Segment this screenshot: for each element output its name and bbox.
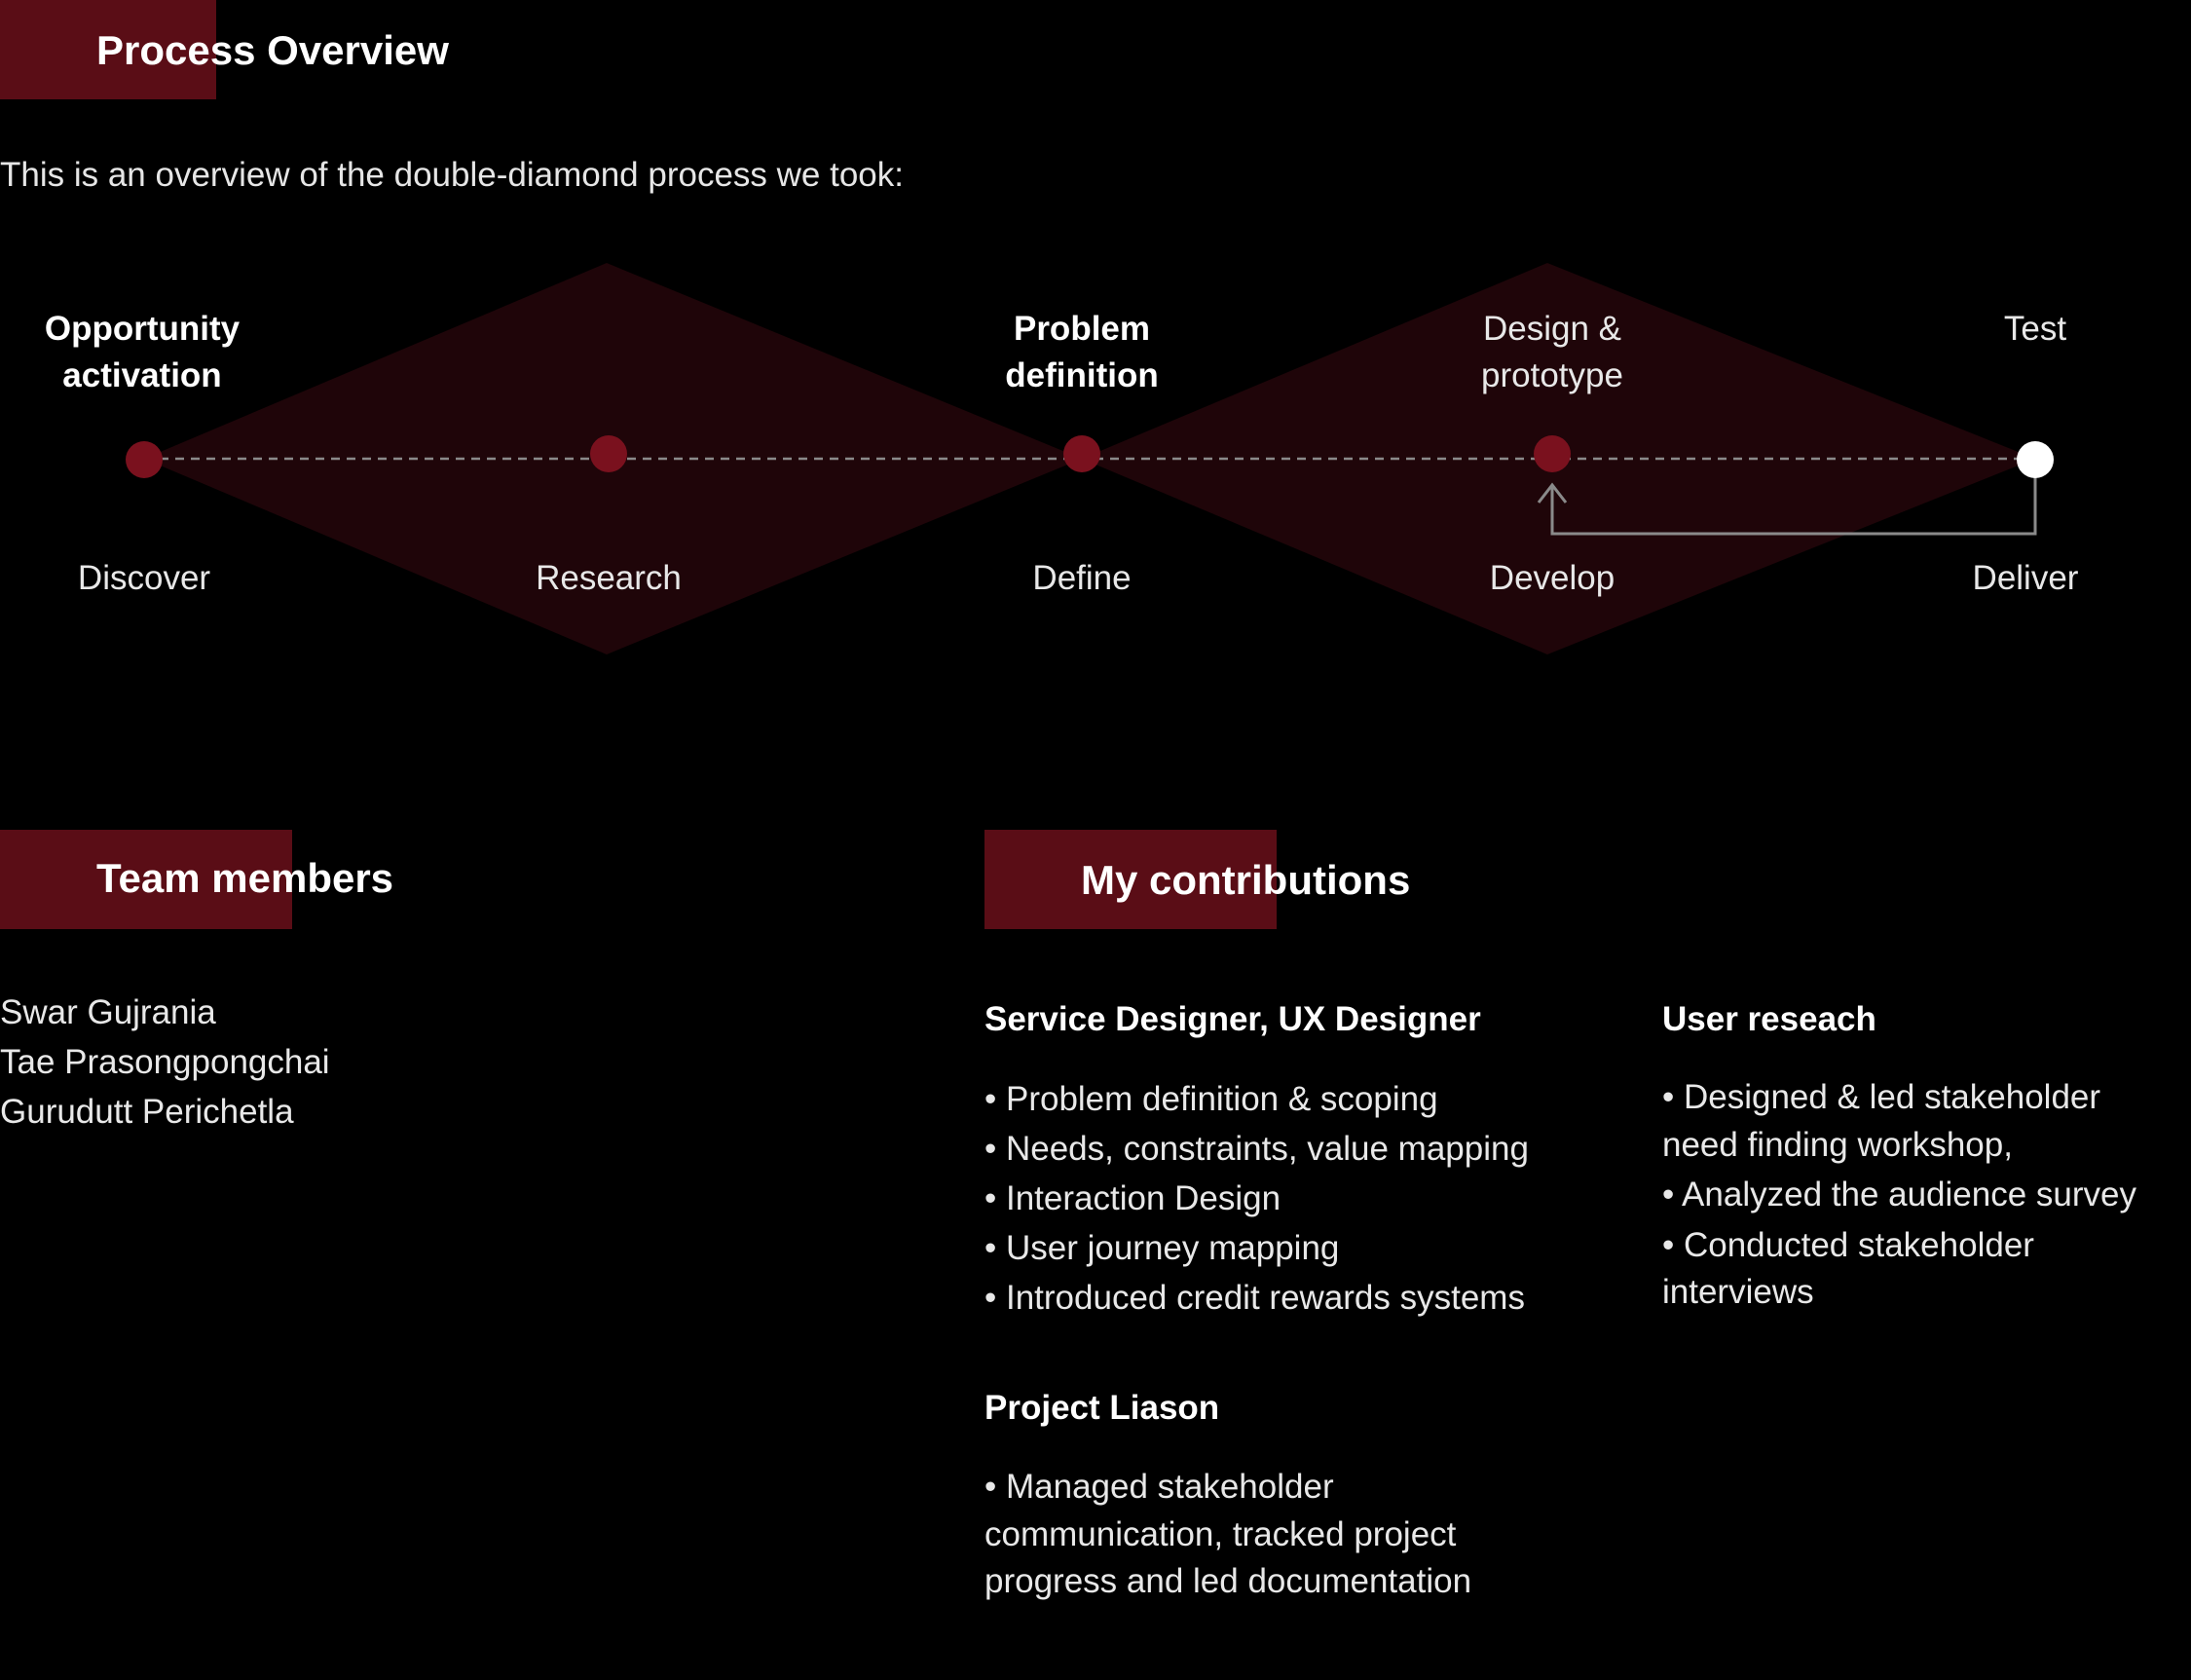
list-item: • Problem definition & scoping xyxy=(984,1080,1438,1118)
label-design-line2: prototype xyxy=(1481,356,1623,394)
team-header-bar xyxy=(0,830,292,929)
list-item: • Conducted stakeholder interviews xyxy=(1662,1225,2034,1312)
contributions-header-bar xyxy=(984,830,1277,929)
node-develop xyxy=(1534,435,1571,472)
list-item: • Needs, constraints, value mapping xyxy=(984,1130,1529,1168)
feedback-loop-arrow xyxy=(1550,475,2037,536)
label-test: Test xyxy=(2003,310,2067,348)
node-define xyxy=(1063,435,1100,472)
node-deliver xyxy=(2017,441,2054,478)
double-diamond-diagram xyxy=(0,243,2191,682)
label-design-prototype: Design & prototype xyxy=(1481,306,1623,399)
list-item: • Interaction Design xyxy=(984,1179,1281,1217)
team-members-title: Team members xyxy=(96,855,394,901)
project-liason-item: • Managed stakeholder communication, tra… xyxy=(984,1468,1472,1600)
user-research-list: • Designed & led stakeholder need findin… xyxy=(1662,1074,2191,1317)
process-intro: This is an overview of the double-diamon… xyxy=(0,156,904,194)
label-deliver: Deliver xyxy=(1972,559,2079,597)
team-member: Tae Prasongpongchai xyxy=(0,1043,330,1081)
diagram-graphic xyxy=(126,263,2054,654)
label-opportunity-activation: Opportunity activation xyxy=(45,306,240,399)
node-research xyxy=(590,435,627,472)
label-design-line1: Design & xyxy=(1482,310,1622,348)
node-discover xyxy=(126,441,163,478)
role-title-project-liason: Project Liason xyxy=(984,1389,1220,1427)
label-opportunity-line2: activation xyxy=(62,356,222,394)
team-members-list: Swar Gujrania Tae Prasongpongchai Gurudu… xyxy=(0,988,330,1137)
role-title-user-research: User reseach xyxy=(1662,1000,1876,1038)
label-define: Define xyxy=(1032,559,1132,597)
team-member: Gurudutt Perichetla xyxy=(0,1093,294,1131)
process-header-bar xyxy=(0,0,216,99)
arrow-head-icon xyxy=(1537,482,1568,504)
service-designer-list: • Problem definition & scoping • Needs, … xyxy=(984,1074,1529,1323)
list-item: • Analyzed the audience survey xyxy=(1662,1176,2137,1213)
list-item: • User journey mapping xyxy=(984,1229,1340,1267)
list-item: • Designed & led stakeholder need findin… xyxy=(1662,1078,2101,1164)
role-title-service-designer: Service Designer, UX Designer xyxy=(984,1000,1481,1038)
label-problem-line1: Problem xyxy=(1013,310,1151,348)
list-item: • Introduced credit rewards systems xyxy=(984,1279,1525,1317)
label-discover: Discover xyxy=(77,559,211,597)
process-overview-title: Process Overview xyxy=(96,27,449,73)
label-develop: Develop xyxy=(1489,559,1615,597)
my-contributions-title: My contributions xyxy=(1081,857,1411,903)
label-problem-line2: definition xyxy=(1005,356,1159,394)
label-opportunity-line1: Opportunity xyxy=(44,310,241,348)
label-research: Research xyxy=(536,559,682,597)
label-problem-definition: Problem definition xyxy=(1005,306,1158,399)
team-member: Swar Gujrania xyxy=(0,993,216,1031)
